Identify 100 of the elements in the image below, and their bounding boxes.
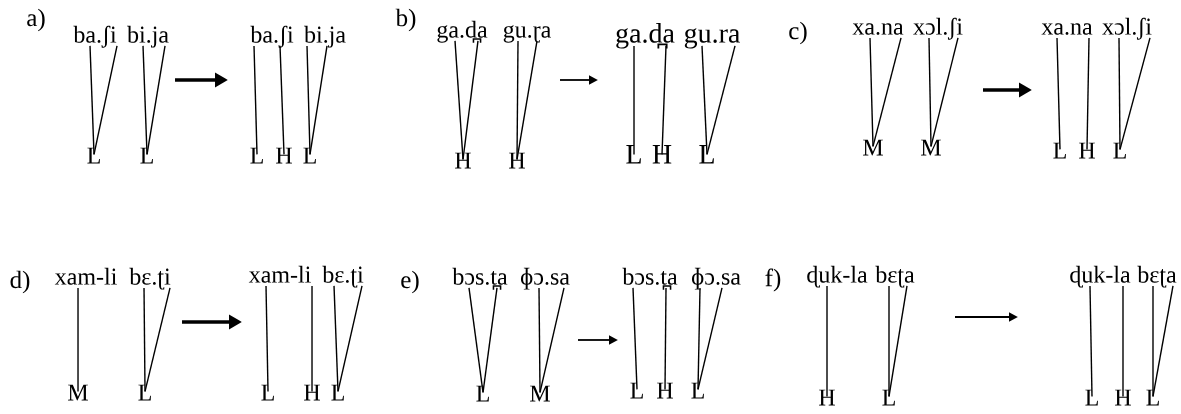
word: xam-li (54, 267, 117, 285)
tone-letter: H (509, 152, 525, 169)
tone-letter: M (863, 139, 883, 156)
panel-label: c) (789, 21, 807, 45)
association-line (632, 287, 638, 391)
association-line (77, 287, 79, 393)
tone-letter: L (691, 382, 704, 399)
word: xɔl.ʃi (913, 17, 963, 40)
panel-label: f) (765, 268, 781, 292)
tone-letter: L (699, 145, 714, 164)
word: ba.ʃi (250, 25, 294, 48)
association-line (1118, 37, 1121, 151)
association-line (1152, 285, 1174, 398)
association-line (333, 285, 339, 393)
association-line (142, 45, 148, 156)
word: bɛʈa (1137, 265, 1177, 288)
association-line (701, 45, 708, 156)
word: gu.ra (684, 28, 740, 49)
word: ga.d̪a (437, 20, 488, 43)
association-line (826, 285, 828, 398)
association-line (516, 40, 538, 161)
association-line (930, 37, 959, 148)
association-line (664, 287, 667, 391)
association-line (1119, 37, 1151, 151)
association-line (1152, 285, 1154, 398)
association-line (872, 37, 902, 148)
association-line (253, 45, 258, 156)
tone-letter: H (455, 152, 471, 169)
association-line (311, 285, 313, 393)
association-line (1089, 285, 1093, 398)
word: bi.ja (304, 25, 346, 48)
word: ɸɔ.sa (691, 267, 741, 290)
tone-letter: L (140, 147, 153, 164)
word: bɔs.t̪a (452, 267, 508, 290)
panel-label: a) (27, 8, 45, 32)
word: ga.d̪a (616, 23, 675, 49)
association-line (337, 285, 363, 393)
association-line (306, 45, 311, 156)
association-line (633, 45, 635, 156)
word: bi.ja (127, 25, 169, 48)
association-line (869, 37, 874, 148)
panel-label: b) (395, 8, 416, 32)
tone-letter: L (1113, 142, 1126, 159)
word: ba.ʃi (73, 25, 117, 48)
tone-letter: L (331, 384, 344, 401)
association-line (928, 37, 932, 148)
tone-letter: L (303, 147, 316, 164)
tone-letter: L (626, 145, 641, 164)
tone-letter: L (87, 147, 100, 164)
association-line (454, 40, 464, 161)
word: gu.ɽa (503, 25, 551, 43)
association-line (888, 285, 890, 398)
association-line (539, 287, 565, 394)
word: ɖuk-la (807, 265, 868, 288)
tone-letter: L (476, 385, 489, 402)
association-line (279, 45, 285, 156)
tone-letter: L (1146, 389, 1159, 406)
association-line (462, 40, 479, 161)
word: bɔs.t̪a (622, 267, 678, 290)
association-line (93, 45, 118, 156)
association-line (309, 45, 328, 156)
tone-letter: H (1115, 389, 1131, 406)
tone-letter: L (138, 384, 151, 401)
association-line (706, 45, 736, 156)
association-line (146, 45, 166, 156)
association-line (697, 287, 701, 391)
tone-letter: M (68, 384, 88, 401)
association-line (265, 285, 269, 393)
association-line (89, 45, 95, 156)
association-line (482, 287, 498, 394)
word: bɛ.ʈi (129, 267, 171, 290)
word: xɔl.ʃi (1102, 17, 1152, 40)
association-line (697, 287, 723, 391)
tone-letter: L (1053, 142, 1066, 159)
tone-letter: L (630, 382, 643, 399)
tone-letter: H (276, 147, 292, 164)
panel-label: e) (401, 270, 419, 294)
tone-letter: H (657, 382, 673, 399)
tone-letter: H (652, 145, 672, 164)
tone-letter: H (819, 389, 835, 406)
tone-letter: M (921, 139, 941, 156)
word: xa.na (852, 23, 904, 35)
panel-label: d) (10, 270, 30, 294)
association-line (1086, 37, 1090, 151)
association-line (888, 285, 908, 398)
association-line (468, 287, 484, 394)
association-line (1056, 37, 1061, 151)
association-line (1122, 285, 1124, 398)
word: ɖuk-la (1070, 265, 1131, 288)
tone-letter: L (1085, 389, 1098, 406)
association-line (516, 40, 519, 161)
association-line (538, 287, 541, 394)
tone-letter: H (1079, 142, 1095, 159)
word: xa.na (1041, 23, 1093, 35)
word: ɸɔ.sa (520, 267, 570, 290)
tone-letter: L (261, 384, 274, 401)
tone-letter: H (304, 384, 320, 401)
tone-letter: M (530, 385, 550, 402)
word: xam-li (248, 265, 311, 283)
tone-letter: L (250, 147, 263, 164)
